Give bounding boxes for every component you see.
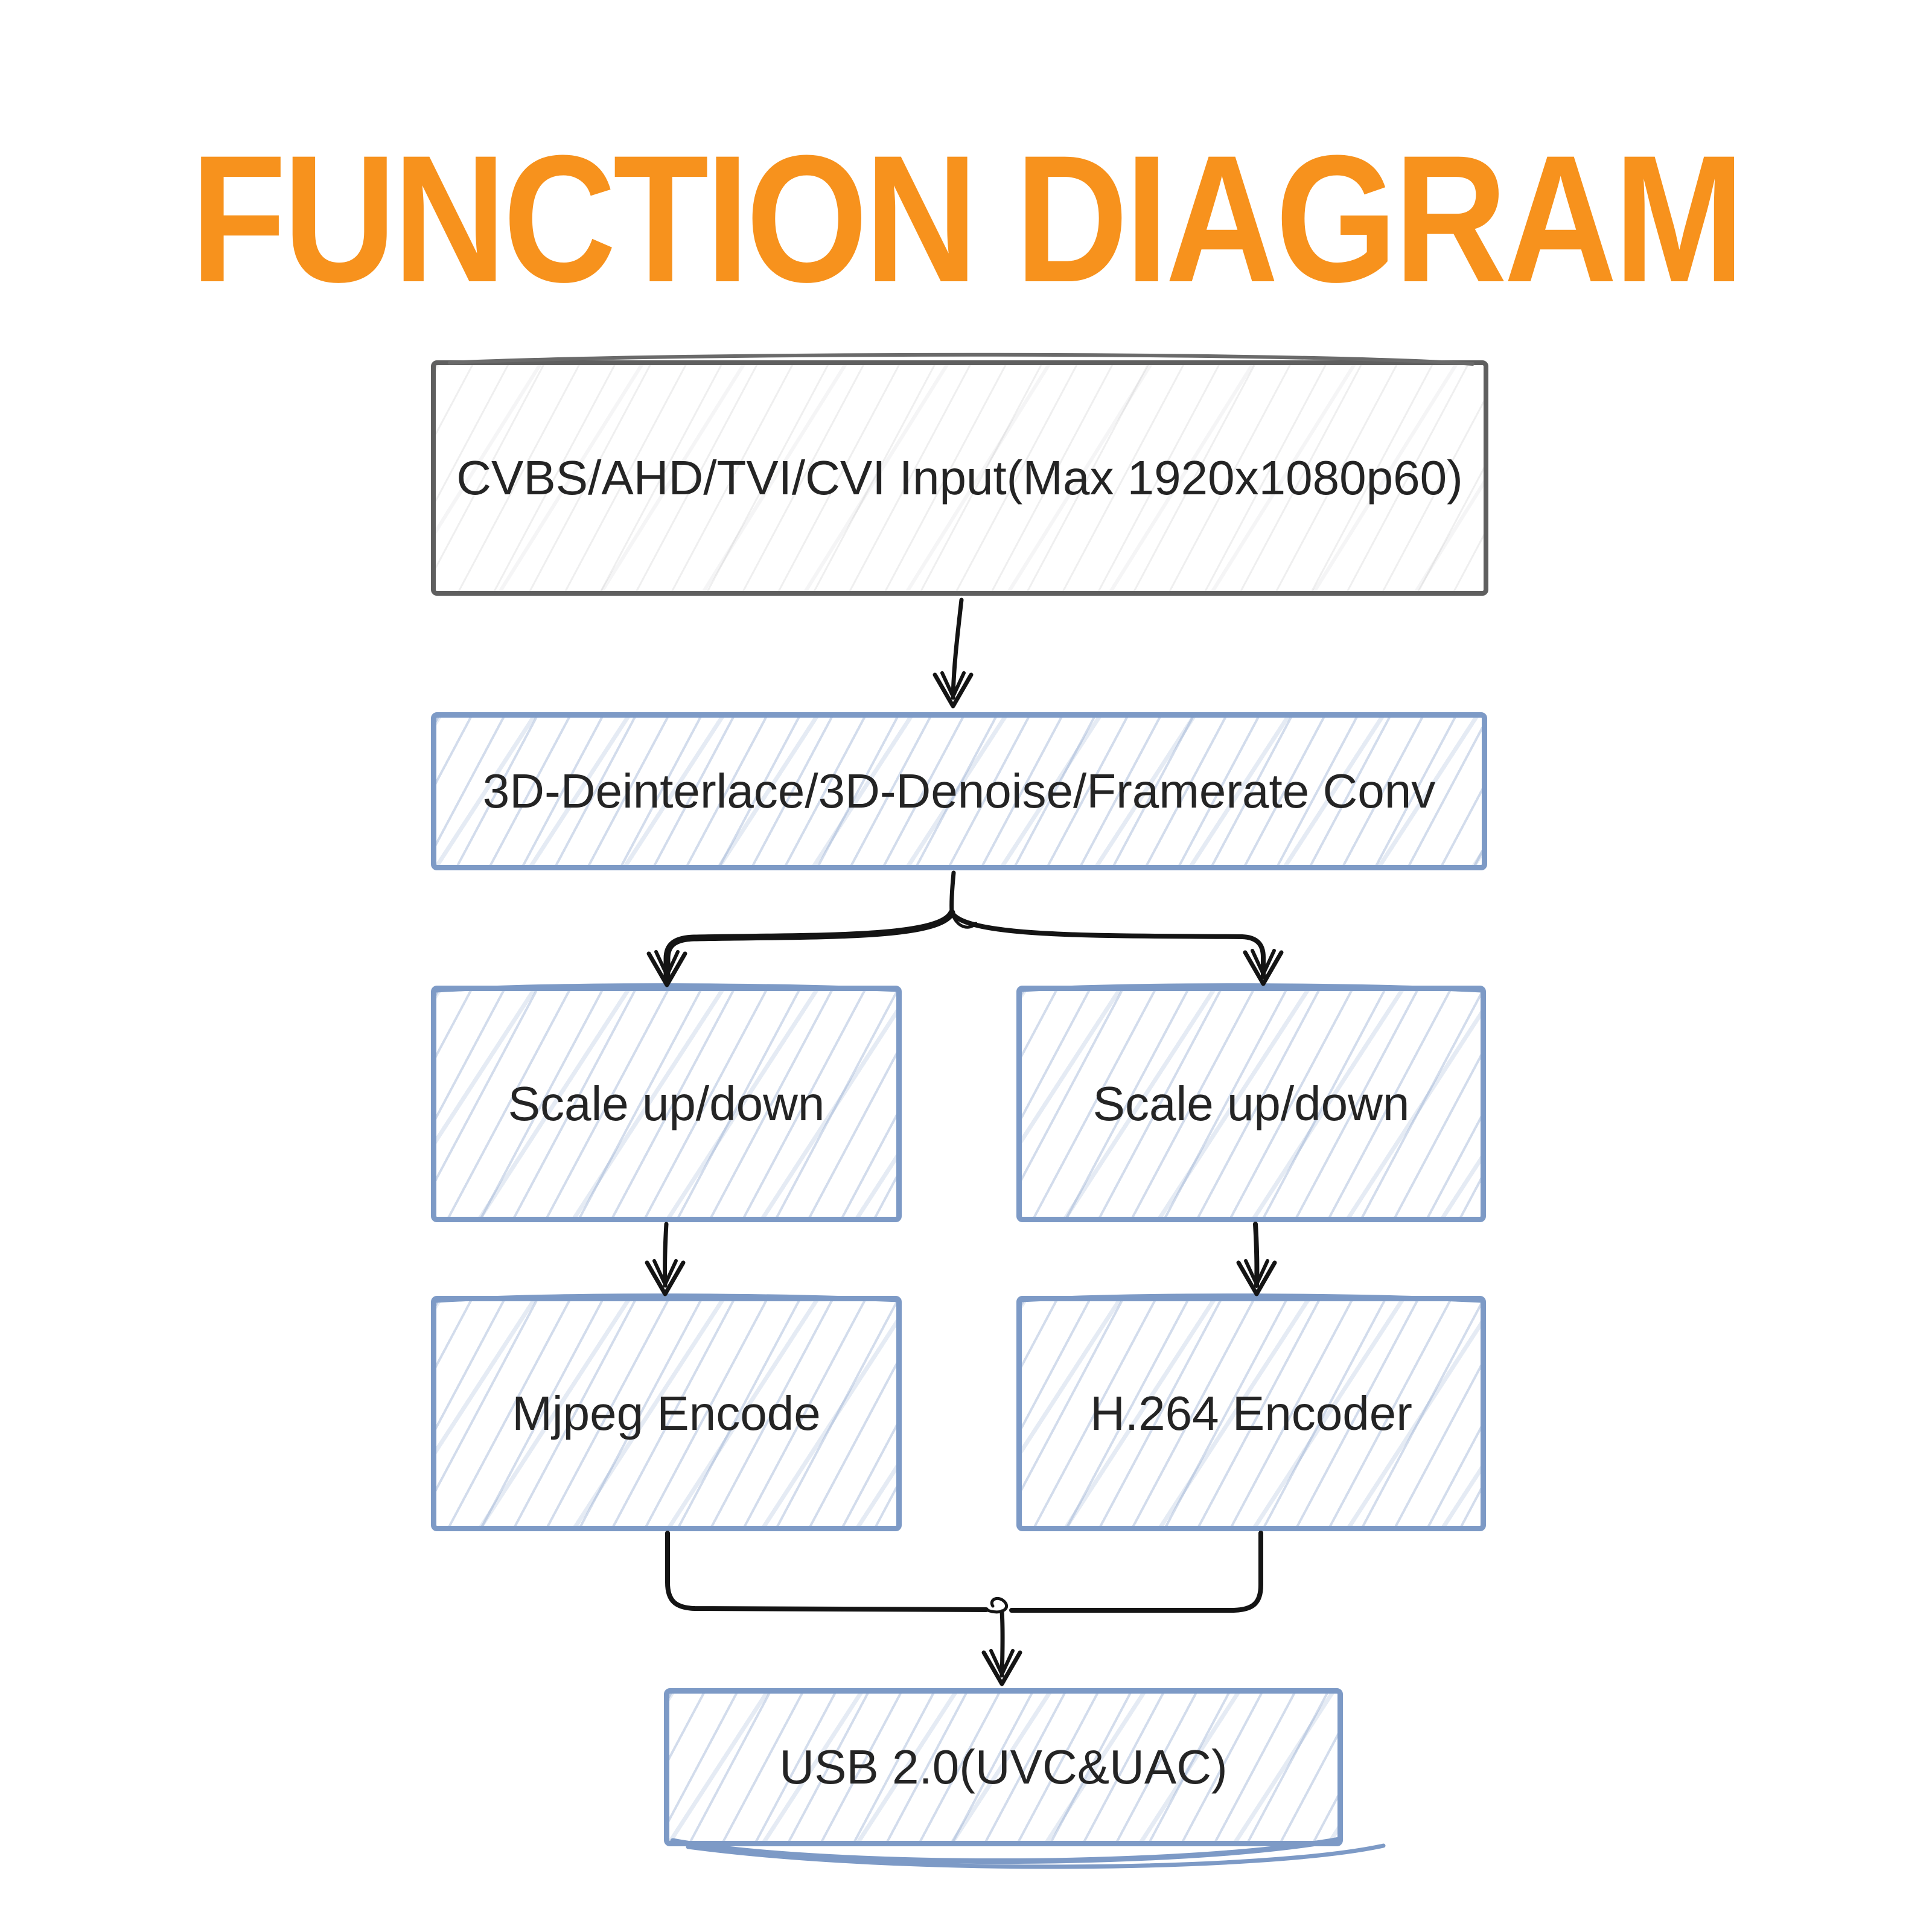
node-scale-right: Scale up/down <box>1016 986 1486 1222</box>
node-scale-left: Scale up/down <box>431 986 902 1222</box>
arrowhead-process-inner <box>940 671 966 698</box>
node-scale-left-label: Scale up/down <box>508 1077 825 1130</box>
edge-process-scale-right <box>949 910 1266 979</box>
arrowhead-scale-right-inner <box>1251 949 1276 976</box>
edge-mjpeg-usb <box>665 1531 989 1612</box>
arrowhead-mjpeg-outer <box>645 1260 686 1296</box>
edge-process-scale-left <box>663 909 955 981</box>
arrowhead-h264-outer <box>1236 1260 1277 1296</box>
arrowhead-usb-inner <box>989 1649 1015 1676</box>
node-usb-output-label: USB 2.0(UVC&UAC) <box>779 1740 1228 1794</box>
arrowhead-process-outer <box>933 672 974 709</box>
node-h264-encoder-label: H.264 Encoder <box>1090 1386 1412 1440</box>
arrowhead-usb-outer <box>981 1650 1022 1686</box>
sketch-stroke-usb-bottom-2 <box>686 1843 1386 1869</box>
node-video-input: CVBS/AHD/TVI/CVI Input(Max 1920x1080p60) <box>431 360 1488 596</box>
node-mjpeg-encode-label: Mjpeg Encode <box>512 1386 821 1440</box>
page-title: FUNCTION DIAGRAM <box>190 117 1745 320</box>
edge-h264-usb <box>1009 1531 1263 1613</box>
arrowhead-h264-inner <box>1244 1259 1269 1286</box>
edge-scale-h264 <box>1253 1222 1260 1288</box>
node-h264-encoder: H.264 Encoder <box>1016 1296 1486 1531</box>
edge-input-process <box>951 598 964 700</box>
edge-scale-mjpeg <box>663 1222 669 1288</box>
edge-split-stem <box>949 870 956 915</box>
node-deinterlace-denoise-label: 3D-Deinterlace/3D-Denoise/Framerate Conv <box>482 764 1436 818</box>
node-usb-output: USB 2.0(UVC&UAC) <box>664 1688 1343 1846</box>
node-deinterlace-denoise: 3D-Deinterlace/3D-Denoise/Framerate Conv <box>431 712 1487 870</box>
edge-merge-curl <box>984 1596 1008 1614</box>
node-video-input-label: CVBS/AHD/TVI/CVI Input(Max 1920x1080p60) <box>456 451 1463 505</box>
arrowhead-scale-left-inner <box>654 950 680 977</box>
arrowhead-scale-left-outer <box>646 951 687 987</box>
arrowhead-scale-right-outer <box>1243 950 1284 986</box>
node-scale-right-label: Scale up/down <box>1092 1077 1410 1130</box>
node-mjpeg-encode: Mjpeg Encode <box>431 1296 902 1531</box>
arrowhead-mjpeg-inner <box>652 1259 678 1286</box>
edge-merge-stem <box>999 1609 1005 1678</box>
edge-split-curl <box>950 911 978 929</box>
